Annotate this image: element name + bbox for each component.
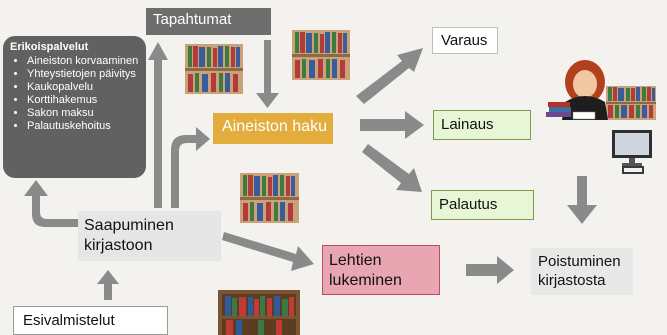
- bookshelf-icon: [185, 44, 243, 94]
- arrow-to-varaus: [356, 48, 423, 104]
- node-label-line1: Lehtien: [329, 252, 382, 269]
- node-aineiston-haku: Aineiston haku: [213, 113, 333, 144]
- computer-icon: [612, 130, 652, 174]
- erikoispalvelut-list: Aineiston korvaaminen Yhteystietojen päi…: [10, 55, 146, 133]
- node-label: Tapahtumat: [153, 11, 232, 28]
- node-palautus: Palautus: [431, 190, 534, 220]
- arrow-to-poistuminen: [466, 256, 514, 284]
- arrow-down-to-poistuminen: [567, 176, 597, 224]
- erikoispalvelut-panel: Erikoispalvelut Aineiston korvaaminen Yh…: [3, 36, 146, 178]
- list-item: Aineiston korvaaminen: [27, 55, 146, 68]
- node-label: Esivalmistelut: [23, 312, 115, 329]
- arrow-saapuminen-to-haku: [171, 127, 210, 208]
- erikoispalvelut-title: Erikoispalvelut: [10, 41, 89, 53]
- arrow-to-palautus: [362, 144, 422, 192]
- arrow-tapahtumat-to-haku: [256, 40, 279, 108]
- bookshelf-icon: [240, 173, 299, 223]
- node-lainaus: Lainaus: [433, 110, 531, 140]
- arrow-to-lainaus: [360, 111, 424, 139]
- bookshelf-icon: [606, 86, 656, 120]
- list-item: Kaukopalvelu: [27, 81, 146, 94]
- node-label-line2: lukeminen: [329, 272, 402, 289]
- arrow-esivalmistelut-up: [97, 270, 119, 300]
- list-item: Korttihakemus: [27, 94, 146, 107]
- bookshelf-icon: [292, 30, 350, 80]
- node-label: Palautus: [439, 196, 498, 213]
- list-item: Yhteystietojen päivitys: [27, 68, 146, 81]
- arrow-to-lehtien: [222, 232, 314, 271]
- node-label-line1: Poistuminen: [538, 253, 621, 270]
- arrow-to-tapahtumat: [148, 42, 168, 208]
- node-esivalmistelut: Esivalmistelut: [13, 306, 168, 335]
- node-tapahtumat: Tapahtumat: [146, 8, 271, 35]
- node-label-line1: Saapuminen: [84, 217, 174, 234]
- node-label: Varaus: [441, 32, 488, 49]
- node-label-line2: kirjastoon: [84, 237, 153, 254]
- librarian-icon: [546, 60, 608, 120]
- node-label: Aineiston haku: [222, 118, 327, 135]
- node-label: Lainaus: [441, 116, 494, 133]
- node-saapuminen: Saapuminen kirjastoon: [78, 211, 221, 261]
- node-label-line2: kirjastosta: [538, 272, 606, 289]
- arrow-saapuminen-to-erikoispalvelut: [24, 180, 78, 227]
- node-poistuminen: Poistuminen kirjastosta: [531, 248, 633, 295]
- list-item: Palautuskehoitus: [27, 120, 146, 133]
- node-lehtien-lukeminen: Lehtien lukeminen: [322, 245, 440, 295]
- list-item: Sakon maksu: [27, 107, 146, 120]
- bookshelf-icon: [218, 290, 300, 335]
- node-varaus: Varaus: [432, 27, 498, 54]
